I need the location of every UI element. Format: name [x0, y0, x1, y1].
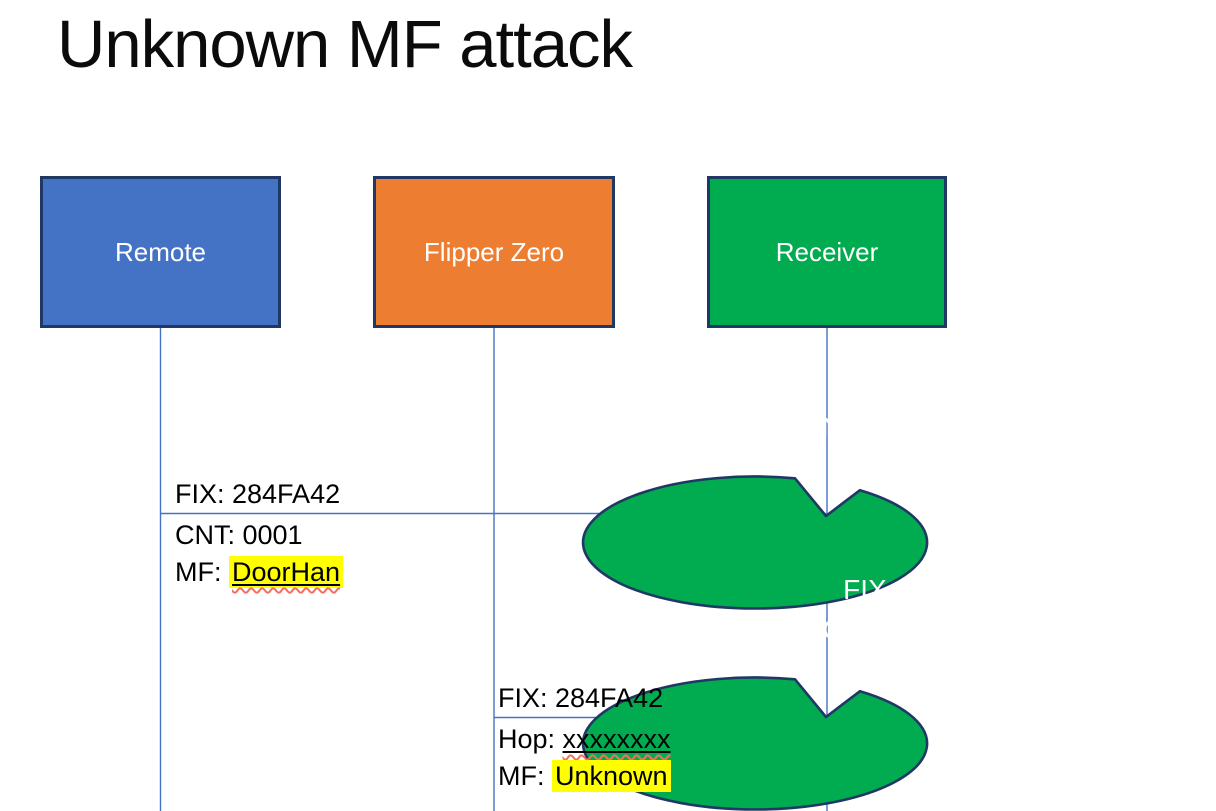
message2-hop-value: xxxxxxxx	[562, 724, 671, 754]
message1-cnt-line: CNT: 0001	[175, 517, 343, 554]
bubble1-line3: “Opened”	[840, 452, 960, 483]
message1-cnt-value: 0001	[242, 520, 303, 550]
actor-label-remote: Remote	[114, 236, 207, 267]
bubble1-line2: CNT 0001 good	[801, 412, 999, 443]
actor-box-remote: Remote	[40, 176, 281, 328]
actor-box-flipper-zero: Flipper Zero	[373, 176, 615, 328]
page-title: Unknown MF attack	[57, 7, 633, 82]
message2-mf-value: Unknown	[552, 760, 671, 792]
message1-fix-label: FIX: 284FA42	[175, 479, 341, 509]
message1-mf-value-highlight: DoorHan	[229, 556, 344, 588]
speech-bubble-1-shape	[581, 475, 929, 610]
message1-mf-value: DoorHan	[232, 557, 341, 587]
bubble2-line1: FIX good	[843, 574, 957, 605]
message2-details: Hop: xxxxxxxx MF: Unknown	[498, 721, 671, 795]
bubble2-line2: CNT is ????	[822, 614, 978, 645]
message1-mf-line: MF: DoorHan	[175, 554, 344, 591]
speech-bubble-1-text: FIX good CNT 0001 good “Opened”	[730, 368, 1070, 488]
message1-mf-prefix: MF:	[175, 557, 229, 587]
bubble1-line1: FIX good	[843, 372, 957, 403]
message1-details: CNT: 0001 MF: DoorHan	[175, 517, 344, 591]
speech-bubble-2-text: FIX good CNT is ???? “Opened”	[730, 570, 1070, 690]
bubble2-line3: “Opened”	[840, 654, 960, 685]
message2-mf-prefix: MF:	[498, 761, 552, 791]
message2-fix-label: FIX: 284FA42	[498, 683, 664, 713]
message2-mf-line: MF: Unknown	[498, 758, 671, 795]
actor-label-flipper-zero: Flipper Zero	[423, 236, 565, 267]
message2-hop-line: Hop: xxxxxxxx	[498, 721, 671, 758]
message2-hop-prefix: Hop:	[498, 724, 563, 754]
message2-hop-value-wrap: xxxxxxxx	[563, 724, 671, 754]
actor-box-receiver: Receiver	[707, 176, 947, 328]
message1-cnt-prefix: CNT:	[175, 520, 243, 550]
actor-label-receiver: Receiver	[775, 236, 879, 267]
